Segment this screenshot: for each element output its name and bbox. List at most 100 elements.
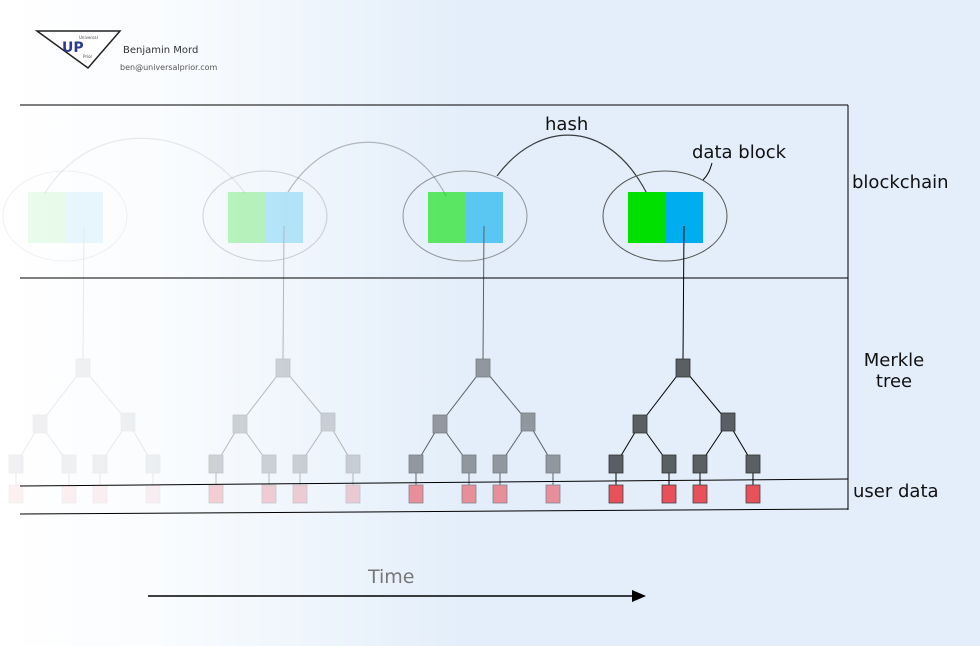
tree-edge (215, 423, 241, 465)
block-ellipse (2, 170, 128, 262)
root-link-line (482, 225, 485, 361)
merkle-leaf-node (745, 454, 761, 474)
data-part (265, 192, 303, 243)
time-label: Time (368, 566, 415, 588)
tree-edge (327, 421, 354, 465)
hash-arc-3 (496, 134, 651, 201)
user-data-bottom-line (19, 508, 849, 515)
author-name: Benjamin Mord (123, 45, 199, 56)
data-block-label: data block (692, 142, 787, 163)
tree-edge (99, 421, 129, 465)
block-ellipse (202, 170, 328, 262)
block-ellipse (602, 170, 728, 262)
tree-edge (82, 367, 129, 423)
hash-links (44, 134, 651, 201)
merkle-root-node (675, 358, 691, 378)
frame-lines (19, 104, 849, 515)
hash-label: hash (545, 114, 589, 135)
merkle-leaf-node (461, 454, 477, 474)
merkle-branch-node (720, 412, 736, 432)
merkle-branch-node (320, 412, 336, 432)
logo-small-2: Prior (83, 54, 93, 59)
merkle-root-node (275, 358, 291, 378)
block-column-4 (602, 170, 761, 504)
hash-arc-1 (44, 137, 246, 194)
tree-edge (239, 367, 284, 425)
merkle-leaf-node (661, 454, 677, 474)
merkle-branch-node (432, 414, 448, 434)
data-part (65, 192, 103, 243)
root-link-line (682, 225, 685, 361)
merkle-leaf-node (208, 454, 224, 474)
tree-edge (482, 367, 529, 423)
merkle-root-node (475, 358, 491, 378)
tree-edge (682, 367, 729, 423)
merkle-leaf-node (292, 454, 308, 474)
tree-edge (282, 367, 329, 423)
tree-edge (127, 421, 154, 465)
user-data-item (492, 484, 508, 504)
user-data-item (292, 484, 308, 504)
blockchain-label: blockchain (852, 172, 949, 193)
user-data-item (545, 484, 561, 504)
user-data-item (145, 484, 161, 504)
block-column-3 (402, 170, 561, 504)
user-data-item (92, 484, 108, 504)
user-data-item (745, 484, 761, 504)
block-ellipse (402, 170, 528, 262)
merkle-leaf-node (61, 454, 77, 474)
author-email: ben@universalprior.com (120, 63, 218, 72)
merkle-leaf-node (545, 454, 561, 474)
merkle-branch-node (520, 412, 536, 432)
tree-edge (15, 423, 41, 465)
merkle-leaf-node (608, 454, 624, 474)
root-link-line (282, 225, 285, 361)
merkle-label-line-2: tree (875, 371, 913, 392)
logo-small-1: Universal (79, 35, 98, 40)
hash-arc-2 (287, 141, 447, 197)
merkle-branch-node (232, 414, 248, 434)
merkle-leaf-node (408, 454, 424, 474)
merkle-leaf-node (92, 454, 108, 474)
merkle-tree-label: Merkle tree (858, 350, 930, 392)
user-data-item (208, 484, 224, 504)
block-column-1 (2, 170, 161, 504)
user-data-item (261, 484, 277, 504)
tree-edge (239, 423, 270, 465)
merkle-branch-node (32, 414, 48, 434)
merkle-leaf-node (492, 454, 508, 474)
merkle-branch-node (632, 414, 648, 434)
merkle-label-line-1: Merkle (863, 350, 925, 371)
user-data-item (345, 484, 361, 504)
user-data-item (461, 484, 477, 504)
hash-part (628, 192, 665, 243)
user-data-label: user data (853, 481, 939, 502)
merkle-leaf-node (261, 454, 277, 474)
merkle-leaf-node (692, 454, 708, 474)
user-data-item (661, 484, 677, 504)
merkle-leaf-node (345, 454, 361, 474)
merkle-leaf-node (8, 454, 24, 474)
hash-part (428, 192, 465, 243)
merkle-branch-node (120, 412, 136, 432)
hash-part (228, 192, 265, 243)
tree-edge (299, 421, 329, 465)
logo-text: UP (62, 40, 84, 56)
tree-edge (39, 423, 70, 465)
user-data-item (61, 484, 77, 504)
user-data-top-line (19, 478, 849, 487)
data-block-pointer (702, 162, 713, 181)
tree-edge (39, 367, 84, 425)
universal-prior-logo: UP Universal Prior (34, 30, 122, 70)
hash-part (28, 192, 65, 243)
blocks-layer (2, 170, 761, 504)
user-data-item (608, 484, 624, 504)
root-link-line (82, 225, 85, 361)
merkle-root-node (75, 358, 91, 378)
user-data-item (8, 484, 24, 504)
user-data-item (408, 484, 424, 504)
merkle-leaf-node (145, 454, 161, 474)
user-data-item (692, 484, 708, 504)
